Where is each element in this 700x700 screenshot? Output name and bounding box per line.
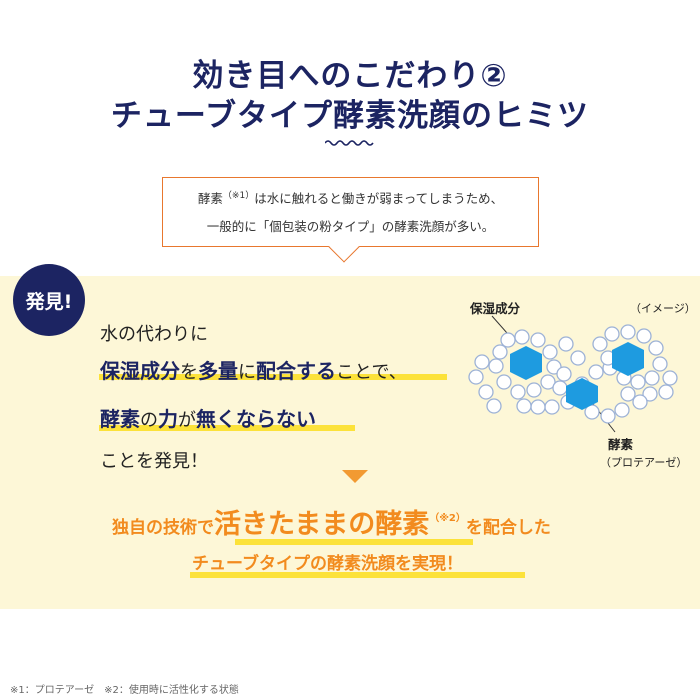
diagram-drawing bbox=[468, 315, 678, 433]
particle-ni: に bbox=[238, 362, 256, 383]
discovery-line-1: 水の代わりに bbox=[100, 324, 208, 345]
callout-enzyme-word: 酵素 bbox=[197, 191, 223, 206]
discovery-line-4: ことを発見！ bbox=[100, 451, 208, 472]
title-line-1: 効き目へのこだわり② bbox=[192, 58, 508, 94]
moist-ingredient-label: 保湿成分 bbox=[470, 301, 521, 316]
particle-ga: が bbox=[178, 410, 196, 431]
callout-box: 酵素（※1）は水に触れると働きが弱まってしまうため、 一般的に「個包装の粉タイプ… bbox=[162, 177, 539, 263]
result-line-2: チューブタイプの酵素洗顔を実現！ bbox=[192, 554, 463, 574]
discovery-badge: 発見! bbox=[13, 264, 85, 336]
highlight-result-2 bbox=[190, 572, 525, 578]
callout-tail bbox=[328, 231, 360, 263]
highlight-line-2 bbox=[99, 374, 447, 380]
title-line-2: チューブタイプ酵素洗顔のヒミツ bbox=[110, 98, 590, 134]
not-lost-text: 無くならない bbox=[196, 407, 316, 431]
result-line-1: 独自の技術で活きたままの酵素（※2）を配合した bbox=[112, 502, 551, 541]
large-amount-text: 多量 bbox=[198, 359, 238, 383]
callout-line-1: 酵素（※1）は水に触れると働きが弱まってしまうため、 bbox=[163, 188, 538, 207]
footnote: ※1：プロテアーゼ ※2：使用時に活性化する状態 bbox=[10, 685, 239, 696]
moist-ingredient-text: 保湿成分 bbox=[100, 359, 180, 383]
result-technique-text: 独自の技術で bbox=[112, 518, 214, 538]
highlight-line-3 bbox=[99, 425, 355, 431]
highlight-result-1 bbox=[235, 539, 473, 545]
down-arrow-icon bbox=[342, 470, 368, 483]
callout-line-1-rest: は水に触れると働きが弱まってしまうため、 bbox=[254, 191, 504, 206]
particle-wo: を bbox=[180, 362, 198, 383]
image-note-label: （イメージ） bbox=[630, 302, 696, 315]
blend-text: 配合する bbox=[256, 359, 336, 383]
particle-no: の bbox=[140, 410, 158, 431]
result-sup: （※2） bbox=[429, 513, 466, 524]
discovery-line-3: 酵素の力が無くならない bbox=[100, 403, 316, 432]
enzyme-diagram: 保湿成分 （イメージ） 酵素 （プロテアーゼ） bbox=[460, 292, 696, 472]
discovery-panel bbox=[0, 276, 700, 609]
enzyme-label: 酵素 bbox=[608, 437, 634, 452]
enzyme-sub-label: （プロテアーゼ） bbox=[600, 456, 688, 469]
wave-divider bbox=[325, 140, 374, 146]
power-text: 力 bbox=[158, 407, 178, 431]
callout-sup: （※1） bbox=[222, 191, 255, 201]
by-doing-text: ことで、 bbox=[336, 362, 407, 383]
enzyme-text: 酵素 bbox=[100, 407, 140, 431]
live-enzyme-text: 活きたままの酵素 bbox=[214, 509, 430, 540]
callout-line-2: 一般的に「個包装の粉タイプ」の酵素洗顔が多い。 bbox=[206, 219, 495, 234]
result-blend-text: を配合した bbox=[465, 518, 551, 538]
discovery-line-2: 保湿成分を多量に配合することで、 bbox=[100, 355, 407, 384]
